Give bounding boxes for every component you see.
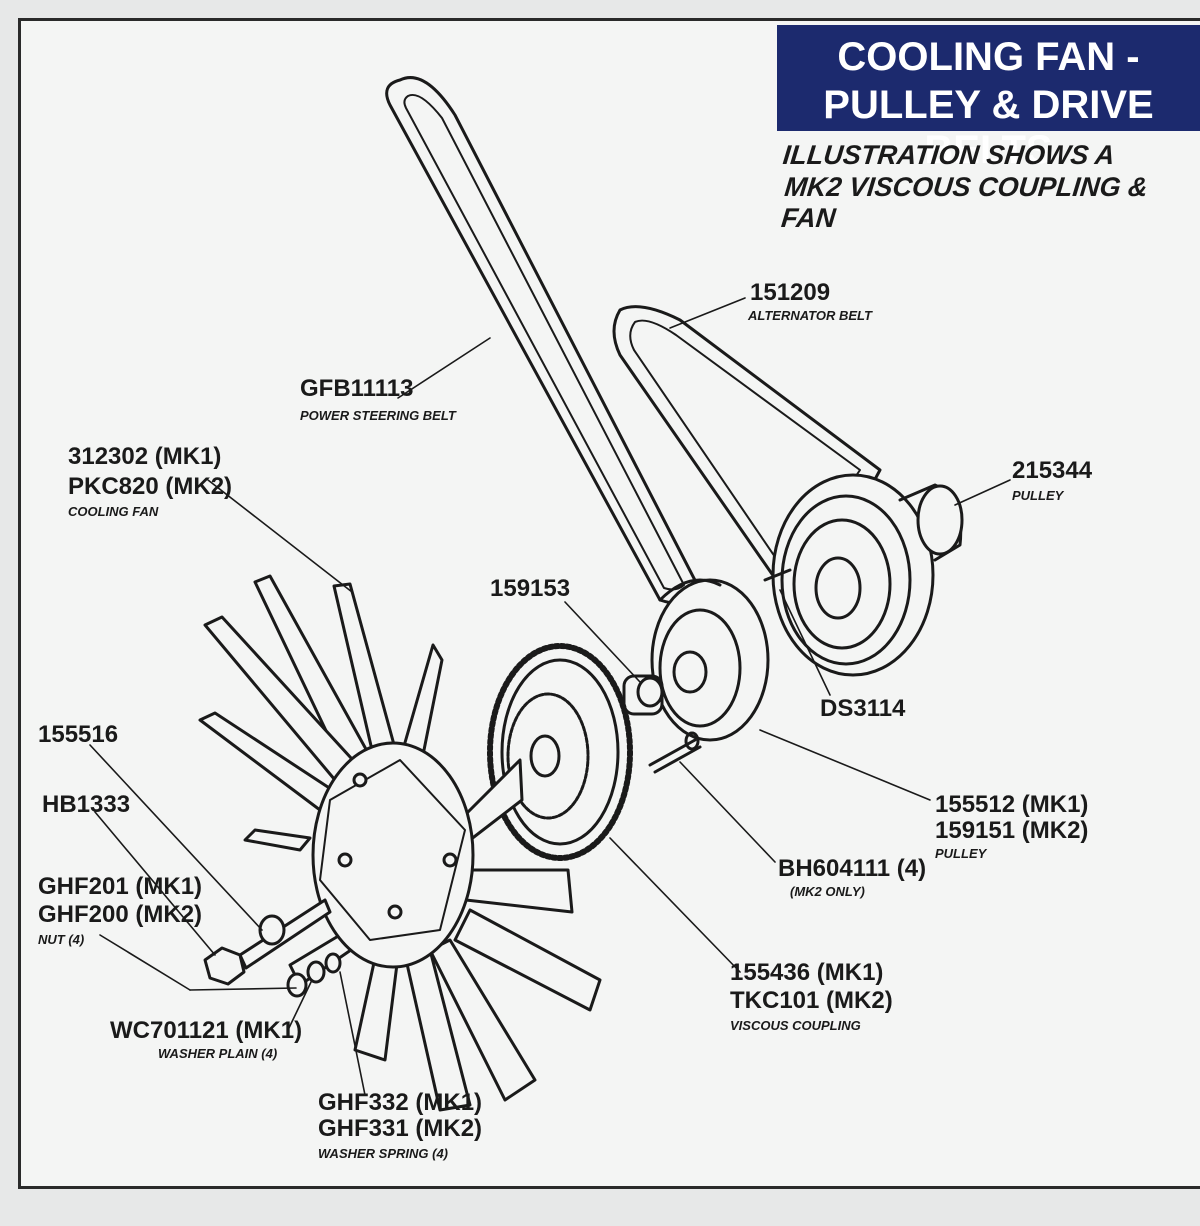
- label-bh604111-number: BH604111 (4): [778, 855, 926, 882]
- label-fan-pulley-mk2: 159151 (MK2): [935, 817, 1088, 844]
- label-155516-number: 155516: [38, 721, 118, 748]
- power-steering-belt-shape: [385, 76, 702, 605]
- fan-bolt-shape: [203, 898, 332, 986]
- label-fan-pulley-desc: PULLEY: [935, 846, 988, 861]
- label-151209-number: 151209: [750, 279, 830, 306]
- title-line-1: COOLING FAN -: [837, 35, 1140, 79]
- label-bh604111-desc: (MK2 ONLY): [790, 884, 865, 899]
- label-215344-number: 215344: [1012, 457, 1093, 484]
- bolt-bh604111-shape: [648, 731, 702, 774]
- title-line-2: PULLEY & DRIVE BELTS: [823, 83, 1154, 172]
- part-labels: 151209 ALTERNATOR BELT GFB11113 POWER ST…: [38, 279, 1093, 1161]
- label-viscous-mk2: TKC101 (MK2): [730, 987, 893, 1014]
- alternator-pulley-shape: [763, 473, 964, 677]
- cooling-fan-shape: [198, 574, 602, 1112]
- label-nut-desc: NUT (4): [38, 932, 84, 947]
- label-cooling-fan-mk1: 312302 (MK1): [68, 443, 221, 470]
- label-nut-mk1: GHF201 (MK1): [38, 873, 202, 900]
- label-gfb11113-number: GFB11113: [300, 375, 413, 402]
- label-159153-number: 159153: [490, 575, 570, 602]
- label-wc701121-desc: WASHER PLAIN (4): [158, 1046, 277, 1061]
- diagram-frame: [18, 18, 1200, 1189]
- label-hb1333-number: HB1333: [42, 791, 130, 818]
- washers-shape: [286, 952, 342, 998]
- label-151209-desc: ALTERNATOR BELT: [747, 308, 873, 323]
- label-viscous-desc: VISCOUS COUPLING: [730, 1018, 861, 1033]
- label-washer-spring-desc: WASHER SPRING (4): [318, 1146, 448, 1161]
- spacer-shape: [622, 674, 664, 716]
- title-banner: COOLING FAN - PULLEY & DRIVE BELTS: [777, 25, 1200, 172]
- label-ds3114-number: DS3114: [820, 695, 906, 722]
- label-fan-pulley-mk1: 155512 (MK1): [935, 791, 1088, 818]
- label-viscous-mk1: 155436 (MK1): [730, 959, 883, 986]
- label-washer-spring-mk1: GHF332 (MK1): [318, 1089, 482, 1116]
- fan-pulley-shape: [650, 578, 770, 742]
- label-cooling-fan-mk2: PKC820 (MK2): [68, 473, 232, 500]
- label-washer-spring-mk2: GHF331 (MK2): [318, 1115, 482, 1142]
- label-gfb11113-desc: POWER STEERING BELT: [300, 408, 457, 423]
- label-215344-desc: PULLEY: [1012, 488, 1065, 503]
- label-wc701121-number: WC701121 (MK1): [110, 1017, 302, 1044]
- label-nut-mk2: GHF200 (MK2): [38, 901, 202, 928]
- viscous-coupling-shape: [487, 643, 633, 861]
- label-cooling-fan-desc: COOLING FAN: [68, 504, 159, 519]
- leader-lines: [89, 297, 1011, 1096]
